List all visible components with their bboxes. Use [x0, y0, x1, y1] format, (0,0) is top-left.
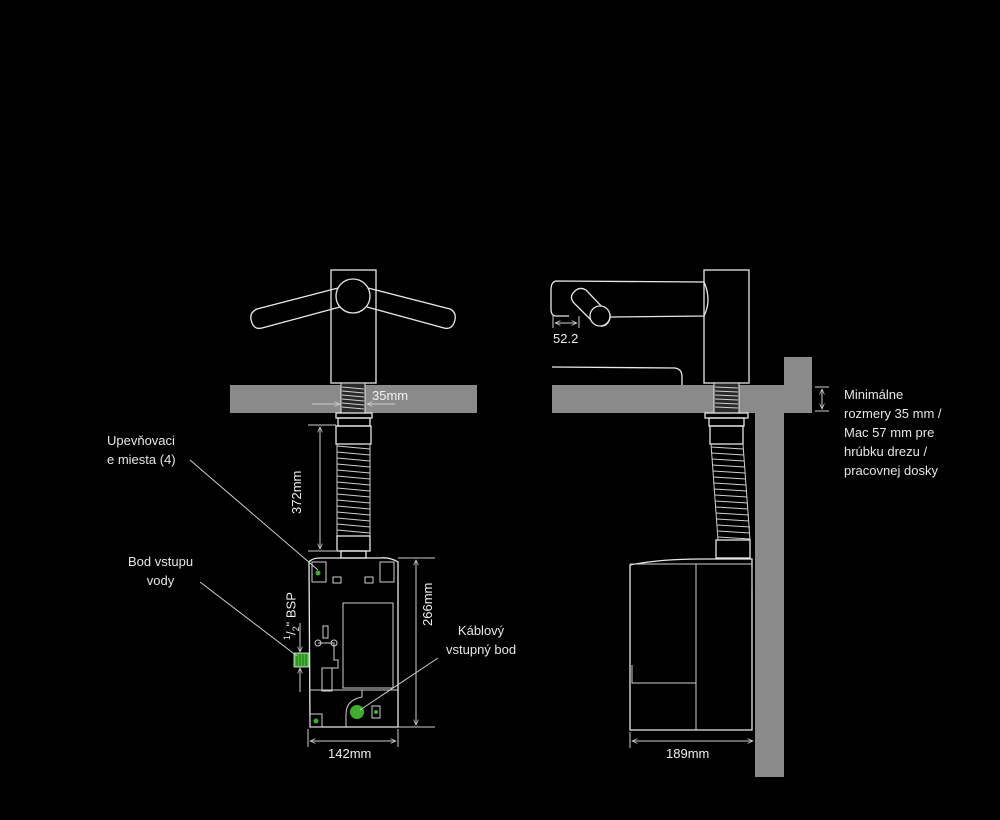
- side-view: [550, 269, 829, 777]
- water-inlet-fitting: [293, 652, 310, 668]
- wall: [755, 413, 784, 777]
- dim-label-142mm: 142mm: [328, 746, 372, 761]
- tap-body-side: [703, 269, 750, 384]
- callout-min-thickness: Minimálne rozmery 35 mm / Mac 57 mm pre …: [844, 387, 942, 478]
- dim-label-372mm: 372mm: [289, 470, 304, 514]
- spout-top: [550, 280, 705, 317]
- spout-joint: [610, 281, 709, 318]
- flexible-hose-front: [335, 425, 372, 559]
- callout-cable-entry: Káblový vstupný bod: [446, 623, 517, 657]
- control-unit-side: [629, 558, 753, 731]
- leader-cable-entry: [359, 657, 439, 711]
- front-view: [189, 269, 477, 747]
- tap-arms: [250, 278, 456, 330]
- threaded-shank-side: [704, 382, 749, 445]
- countertop-side: [552, 385, 812, 413]
- cable-entry-point: [350, 705, 364, 719]
- threaded-shank-front: [335, 382, 373, 427]
- dim-label-266mm: 266mm: [420, 582, 435, 626]
- leader-fixing-points: [189, 459, 319, 571]
- dim-label-189mm: 189mm: [666, 746, 710, 761]
- callout-water-inlet: Bod vstupu vody: [128, 554, 194, 588]
- leader-water-inlet: [199, 581, 298, 657]
- flexible-hose-side: [710, 443, 751, 559]
- sink-edge: [551, 366, 683, 385]
- bsp-label: 1/2" BSP: [282, 592, 301, 640]
- backsplash: [784, 357, 812, 413]
- control-unit-front: [293, 557, 399, 728]
- callout-fixing-points: Upevňovaci e miesta (4): [107, 433, 176, 467]
- dim-label-52-2: 52.2: [553, 331, 579, 346]
- dim-label-35mm: 35mm: [372, 388, 409, 403]
